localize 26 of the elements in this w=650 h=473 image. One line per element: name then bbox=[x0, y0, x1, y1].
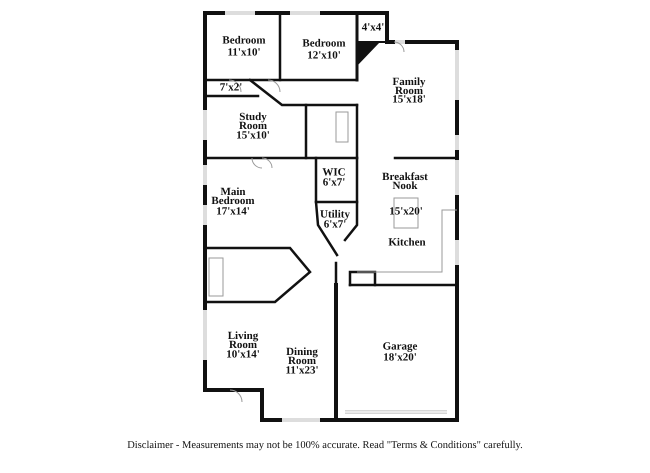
room-dimension: 15'x18' bbox=[392, 96, 426, 104]
room-dimension: 6'x7' bbox=[322, 178, 346, 188]
room-name: Main Bedroom bbox=[210, 188, 256, 206]
room-dimension: 4'x4' bbox=[362, 24, 384, 32]
room-name: Kitchen bbox=[388, 238, 426, 248]
room-dimension: 10'x14' bbox=[226, 350, 260, 360]
room-name: Utility bbox=[320, 210, 350, 220]
disclaimer-caption: Disclaimer - Measurements may not be 100% accurate. Read "Terms & Conditions" carefully. bbox=[126, 440, 524, 451]
room-dimension: 18'x20' bbox=[383, 354, 417, 362]
room-dimension: 12'x10' bbox=[307, 52, 341, 60]
room-name: Garage bbox=[382, 342, 418, 352]
room-name: Bedroom bbox=[222, 36, 266, 46]
room-name: Family Room bbox=[392, 78, 426, 96]
room-dimension: 15'x10' bbox=[236, 132, 270, 140]
room-name: Dining Room bbox=[285, 348, 319, 366]
room-name: Bedroom bbox=[302, 40, 346, 48]
room-name: Study Room bbox=[238, 113, 268, 131]
room-dimension: 15'x20' bbox=[389, 208, 423, 216]
room-dimension: 11'x23' bbox=[286, 366, 318, 376]
room-name: Breakfast Nook bbox=[381, 173, 429, 191]
room-dimension: 7'x2' bbox=[220, 84, 242, 92]
room-name: WIC bbox=[322, 168, 346, 178]
room-dimension: 6'x7' bbox=[324, 220, 346, 230]
room-dimension: 17'x14' bbox=[216, 208, 250, 216]
room-dimension: 11'x10' bbox=[228, 48, 260, 58]
room-name: Living Room bbox=[228, 332, 258, 350]
